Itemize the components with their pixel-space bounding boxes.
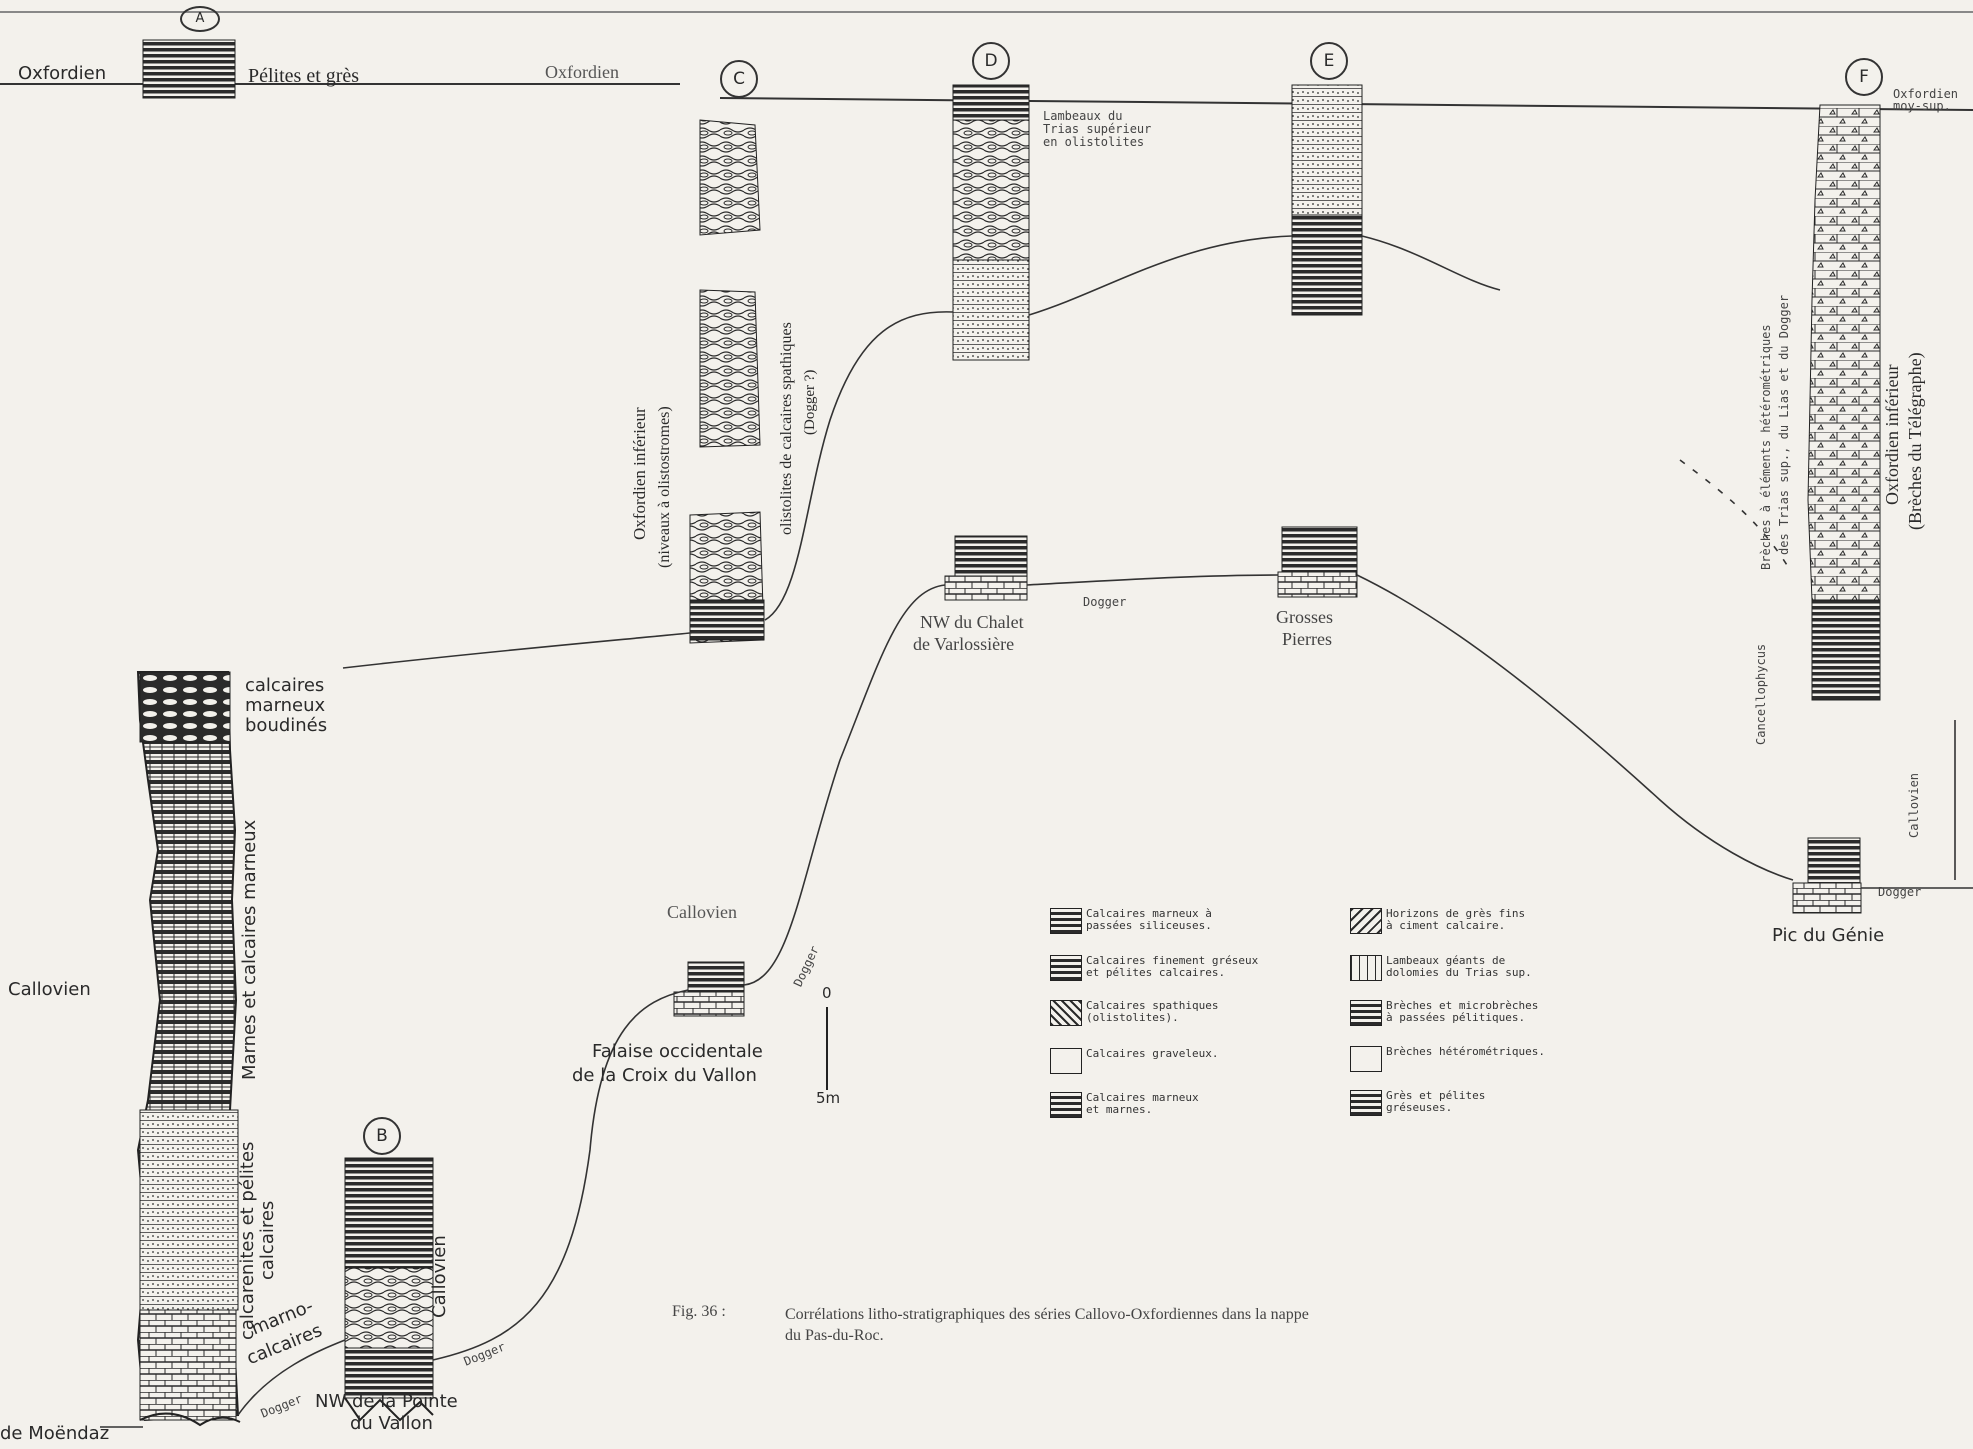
- label-calcaires: calcaires: [245, 676, 324, 696]
- legend-swatch-marl-silica: [1050, 908, 1082, 934]
- label-c-olistolites: olistolites de calcaires spathiques: [777, 322, 797, 535]
- label-cv-name-2: de la Croix du Vallon: [572, 1066, 757, 1086]
- label-f-oxfordien-inf: Oxfordien inférieur: [1882, 365, 1902, 505]
- label-f-dogger: Dogger: [1878, 886, 1921, 899]
- corr-line-e-f-dashed: [1680, 460, 1790, 570]
- section-b-column: [345, 1158, 433, 1420]
- label-marneux: marneux: [245, 696, 325, 716]
- legend-swatch-marl: [1050, 1092, 1082, 1118]
- section-e-marker: E: [1310, 42, 1348, 80]
- scale-top-label: 0: [822, 983, 832, 1003]
- label-de-moendaz: de Moëndaz: [0, 1424, 109, 1444]
- legend-item: Calcaires spathiques(olistolites).: [1050, 1000, 1218, 1026]
- section-c-column: [690, 120, 764, 643]
- legend-swatch-breccia: [1350, 1046, 1382, 1072]
- label-b-callovien: Callovien: [430, 1235, 450, 1318]
- figure-caption-line-2: du Pas-du-Roc.: [785, 1326, 884, 1345]
- section-d-marker: D: [972, 42, 1010, 80]
- label-f-pic-du-genie: Pic du Génie: [1772, 926, 1884, 946]
- label-c-niveaux: (niveaux à olistostromes): [655, 406, 675, 568]
- corr-line-a-c: [343, 632, 700, 668]
- corr-line-d-e-lower: [1027, 575, 1278, 585]
- label-a-oxfordien-right: Oxfordien: [545, 62, 619, 82]
- section-f-column: [1793, 105, 1880, 913]
- label-d-name-1: NW du Chalet: [920, 612, 1024, 632]
- legend-swatch-microbreccia: [1350, 1000, 1382, 1026]
- corr-line-e-f-lower: [1357, 575, 1793, 880]
- section-e-column: [1278, 85, 1362, 597]
- label-e-name-2: Pierres: [1282, 629, 1332, 649]
- figure-caption-line-1: Corrélations litho-stratigraphiques des …: [785, 1305, 1309, 1324]
- section-f-marker: F: [1845, 58, 1883, 96]
- label-calcaires-v: calcaires: [258, 1201, 278, 1280]
- legend-swatch-fine-sandstone: [1350, 908, 1382, 934]
- label-callovien-left: Callovien: [8, 980, 91, 1000]
- section-b-marker: B: [363, 1117, 401, 1155]
- label-f-callovien: Callovien: [1908, 773, 1921, 838]
- section-a-column: [138, 40, 240, 1425]
- label-cv-name-1: Falaise occidentale: [592, 1042, 763, 1062]
- section-d-column: [945, 85, 1029, 600]
- legend-swatch-sandy-limestone: [1050, 955, 1082, 981]
- legend-swatch-sandstone-pelite: [1350, 1090, 1382, 1116]
- label-a-pelites-gres: Pélites et grès: [248, 66, 359, 86]
- label-calcarenites-pelites: calcarenites et pélites: [238, 1142, 258, 1340]
- label-cv-callovien: Callovien: [667, 902, 737, 922]
- label-f-cancellophycus: Cancellophycus: [1755, 644, 1768, 745]
- legend-item: Brèches hétérométriques.: [1350, 1046, 1545, 1072]
- label-c-oxfordien-inf: Oxfordien inférieur: [630, 407, 650, 540]
- legend-swatch-dolomite: [1350, 955, 1382, 981]
- label-d-dogger: Dogger: [1083, 596, 1126, 609]
- label-f-breches-elements: Brèches à éléments hétérométriques: [1760, 324, 1773, 570]
- corr-line-d-e: [1029, 236, 1292, 315]
- label-boudines: boudinés: [245, 716, 327, 736]
- figure-caption-label: Fig. 36 :: [672, 1302, 726, 1321]
- section-a-marker: A: [180, 6, 220, 32]
- scale-bottom-label: 5m: [816, 1088, 840, 1108]
- label-b-name-1: NW de la Pointe: [315, 1392, 458, 1412]
- legend-item: Calcaires graveleux.: [1050, 1048, 1218, 1074]
- label-c-dogger: (Dogger ?): [800, 370, 820, 435]
- label-d-name-2: de Varlossière: [913, 634, 1014, 654]
- label-a-oxfordien-left: Oxfordien: [18, 64, 106, 84]
- label-e-name-1: Grosses: [1276, 607, 1333, 627]
- label-d-note-3: en olistolites: [1043, 136, 1144, 149]
- label-f-trias-lias: des Trias sup., du Lias et du Dogger: [1778, 295, 1791, 555]
- label-marnes-calcaires: Marnes et calcaires marneux: [240, 820, 260, 1080]
- label-f-breches-telegraphe: (Brèches du Télégraphe): [1905, 352, 1925, 530]
- label-f-top-2: moy-sup.: [1893, 100, 1951, 113]
- section-c-marker: C: [720, 60, 758, 98]
- legend-swatch-spathic: [1050, 1000, 1082, 1026]
- corr-line-e-f-upper: [1362, 236, 1500, 290]
- section-cv-column: [674, 962, 744, 1016]
- label-b-name-2: du Vallon: [350, 1414, 433, 1434]
- legend-swatch-gravel: [1050, 1048, 1082, 1074]
